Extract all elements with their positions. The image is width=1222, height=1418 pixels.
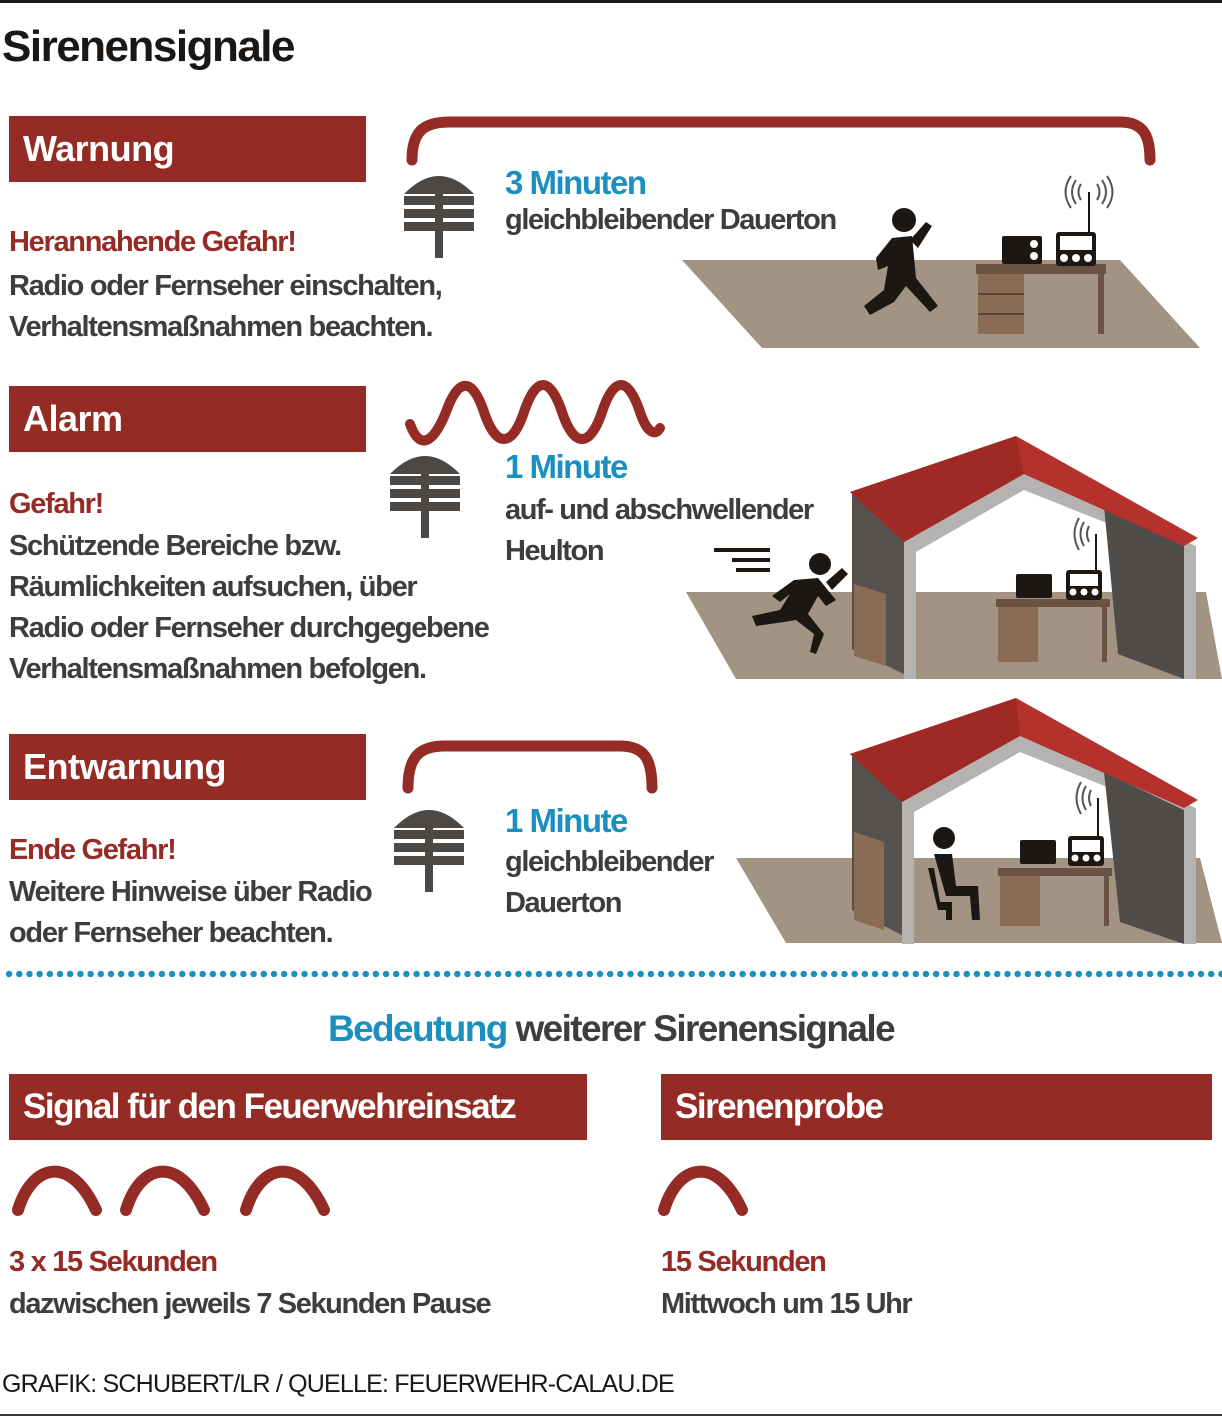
further-body-sirenenprobe: Mittwoch um 15 Uhr	[661, 1288, 913, 1320]
scene-house-seated-illustration	[736, 698, 1222, 944]
tone-line: Dauerton	[505, 887, 622, 919]
signal-duration-entwarnung: 1 Minute	[505, 802, 628, 839]
signal-label-feuerwehreinsatz: Signal für den Feuerwehreinsatz	[9, 1074, 587, 1140]
body-line: Verhaltensmaßnahmen beachten.	[9, 311, 434, 343]
further-headline-sirenenprobe: 15 Sekunden	[661, 1246, 827, 1278]
radio-icon	[1020, 798, 1104, 866]
signal-duration-warnung: 3 Minuten	[505, 164, 647, 201]
bottom-rule	[0, 1414, 1222, 1416]
signal-tone-alarm: auf- und abschwellender Heulton	[505, 490, 814, 572]
siren-icon	[394, 810, 464, 892]
signal-body-warnung: Radio oder Fernseher einschalten, Verhal…	[9, 266, 443, 348]
body-line: Radio oder Fernseher einschalten,	[9, 270, 443, 302]
signal-tone-entwarnung: gleichbleibender Dauerton	[505, 842, 714, 924]
seated-person-icon	[928, 827, 980, 920]
wailing-tone-waveform-icon	[405, 380, 665, 446]
signal-duration-alarm: 1 Minute	[505, 448, 628, 485]
signal-tone-warnung: gleichbleibender Dauerton	[505, 200, 837, 241]
broadcast-waves-icon	[1064, 175, 1114, 209]
signal-headline-entwarnung: Ende Gefahr!	[9, 834, 177, 866]
signal-label-sirenenprobe: Sirenenprobe	[661, 1074, 1212, 1140]
signal-label-warnung: Warnung	[9, 116, 366, 182]
body-line: oder Fernseher beachten.	[9, 917, 334, 949]
radio-icon	[1002, 192, 1096, 266]
body-line: Schützende Bereiche bzw.	[9, 530, 342, 562]
heading-highlight: Bedeutung	[327, 1008, 508, 1049]
body-line: Weitere Hinweise über Radio	[9, 876, 373, 908]
tone-line: gleichbleibender	[505, 846, 714, 878]
further-body-feuerwehreinsatz: dazwischen jeweils 7 Sekunden Pause	[9, 1288, 492, 1320]
broadcast-waves-icon	[1075, 781, 1092, 815]
pulse-tone-waveform-icon	[658, 1165, 748, 1216]
siren-icon	[390, 456, 460, 538]
broadcast-waves-icon	[1073, 517, 1090, 551]
body-line: Räumlichkeiten aufsuchen, über	[9, 571, 418, 603]
signal-headline-alarm: Gefahr!	[9, 488, 104, 520]
credit-line: GRAFIK: SCHUBERT/LR / QUELLE: FEUERWEHR-…	[2, 1370, 675, 1398]
further-headline-feuerwehreinsatz: 3 x 15 Sekunden	[9, 1246, 218, 1278]
pulse-tone-waveform-icon	[12, 1165, 330, 1216]
tone-line: auf- und abschwellender	[505, 494, 814, 526]
top-rule	[0, 0, 1222, 3]
radio-icon	[1016, 534, 1102, 600]
scene-house-running-illustration	[686, 436, 1222, 679]
dotted-divider	[4, 970, 1222, 978]
signal-label-entwarnung: Entwarnung	[9, 734, 366, 800]
signal-label-alarm: Alarm	[9, 386, 366, 452]
tone-line: gleichbleibender Dauerton	[505, 204, 837, 236]
signal-body-alarm: Schützende Bereiche bzw. Räumlichkeiten …	[9, 526, 490, 690]
signal-headline-warnung: Herannahende Gefahr!	[9, 226, 297, 258]
siren-icon	[404, 176, 474, 258]
tone-line: Heulton	[505, 535, 605, 567]
running-person-icon	[864, 208, 938, 315]
heading-rest: weiterer Sirenensignale	[506, 1008, 895, 1049]
body-line: Verhaltensmaßnahmen befolgen.	[9, 653, 427, 685]
signal-body-entwarnung: Weitere Hinweise über Radio oder Fernseh…	[9, 872, 373, 954]
page-title: Sirenensignale	[2, 22, 296, 71]
further-signals-heading: Bedeutung weiterer Sirenensignale	[0, 1008, 1222, 1050]
body-line: Radio oder Fernseher durchgegebene	[9, 612, 490, 644]
scene-running-to-radio-illustration	[682, 175, 1200, 348]
running-person-icon	[714, 548, 848, 654]
